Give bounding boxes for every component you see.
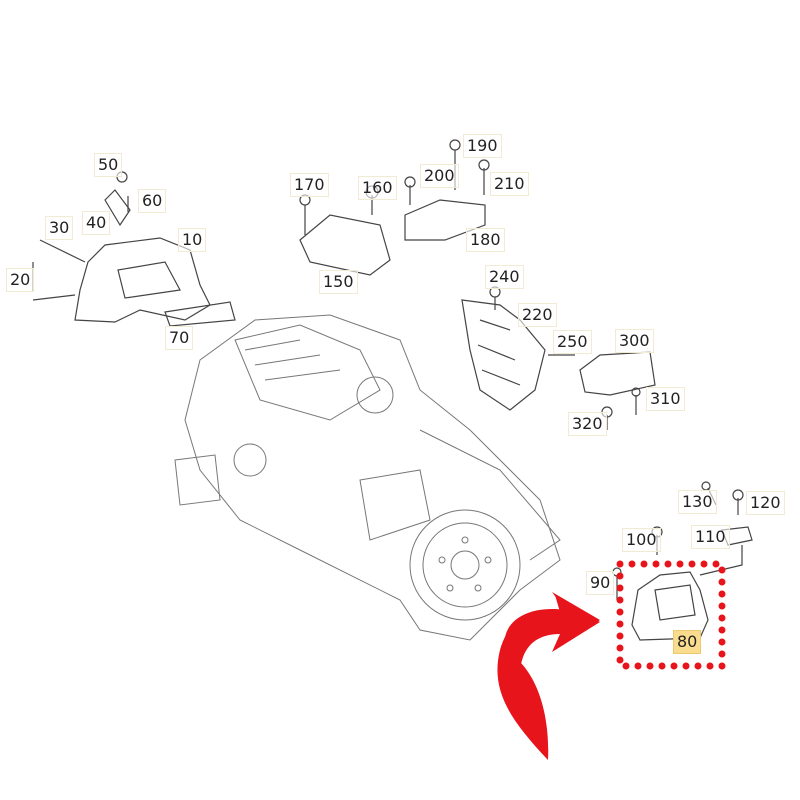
- callout-150[interactable]: 150: [319, 270, 358, 294]
- callout-60[interactable]: 60: [138, 189, 167, 213]
- callout-170[interactable]: 170: [290, 173, 329, 197]
- callout-300[interactable]: 300: [615, 329, 654, 353]
- callout-80-highlighted[interactable]: 80: [673, 630, 702, 654]
- callout-310[interactable]: 310: [646, 387, 685, 411]
- engine-mount-10-drawing: [32, 171, 236, 327]
- mount-bracket-220-300-drawing: [461, 286, 656, 430]
- callout-30[interactable]: 30: [45, 216, 74, 240]
- callout-90[interactable]: 90: [586, 571, 615, 595]
- highlight-dotted-box: [616, 560, 726, 670]
- callout-70[interactable]: 70: [165, 326, 194, 350]
- callout-20[interactable]: 20: [6, 268, 35, 292]
- callout-220[interactable]: 220: [518, 303, 557, 327]
- callout-210[interactable]: 210: [490, 172, 529, 196]
- callout-50[interactable]: 50: [94, 153, 123, 177]
- callout-10[interactable]: 10: [178, 228, 207, 252]
- callout-40[interactable]: 40: [82, 211, 111, 235]
- callout-180[interactable]: 180: [466, 228, 505, 252]
- callout-200[interactable]: 200: [420, 164, 459, 188]
- callout-100[interactable]: 100: [622, 528, 661, 552]
- callout-250[interactable]: 250: [553, 330, 592, 354]
- callout-240[interactable]: 240: [485, 265, 524, 289]
- callout-190[interactable]: 190: [463, 134, 502, 158]
- engine-assembly-drawing: [174, 314, 561, 641]
- callout-110[interactable]: 110: [691, 525, 730, 549]
- callout-120[interactable]: 120: [746, 491, 785, 515]
- callout-320[interactable]: 320: [568, 412, 607, 436]
- callout-160[interactable]: 160: [358, 176, 397, 200]
- callout-130[interactable]: 130: [678, 490, 717, 514]
- mount-bracket-150-180-drawing: [299, 139, 490, 276]
